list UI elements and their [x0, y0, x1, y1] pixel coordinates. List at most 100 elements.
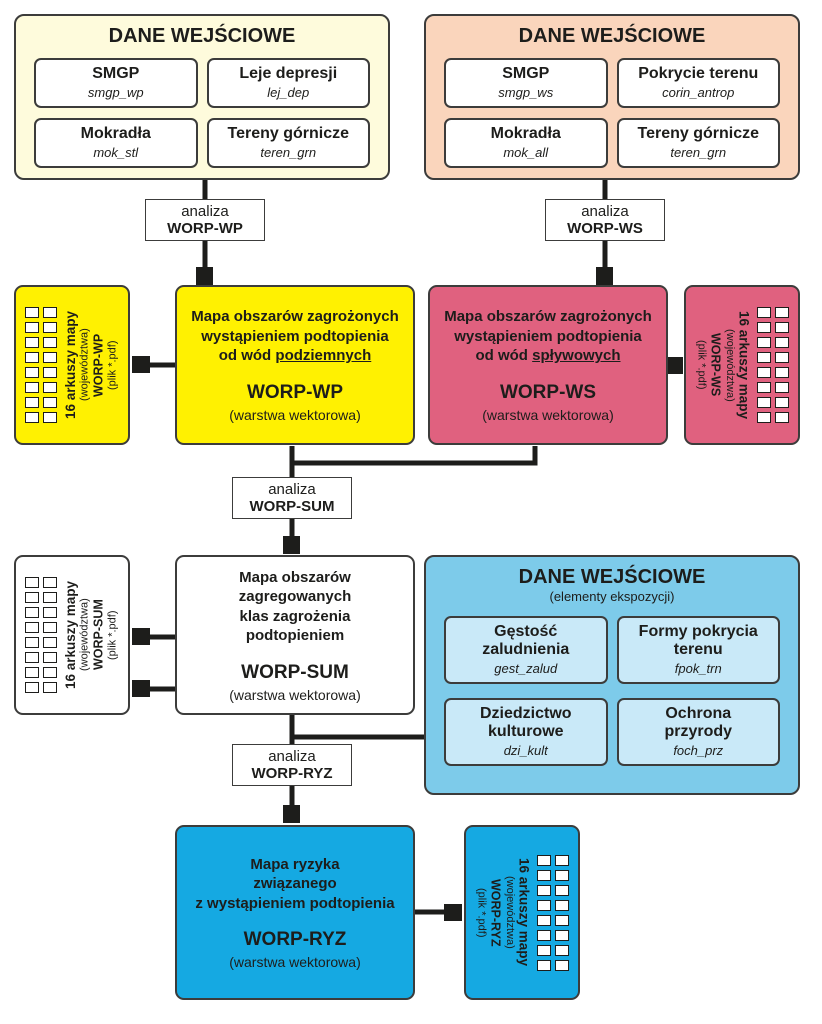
map-desc-prefix: od wód: [218, 347, 272, 365]
map-sheet: [555, 929, 570, 941]
map-box-worp-ws: Mapa obszarów zagrożonych wystąpieniem p…: [428, 285, 668, 445]
map-sheet: [24, 307, 39, 318]
map-sheet: [757, 412, 772, 423]
map-sheet: [537, 854, 552, 866]
map-sheet: [555, 944, 570, 956]
item-name: SMGP: [502, 65, 550, 82]
map-sheet: [775, 307, 790, 318]
sheet-grid: [24, 307, 57, 423]
map-sheet: [537, 884, 552, 896]
input-item-gestosc-zaludnienia: Gęstość zaludnienia gest_zalud: [444, 616, 608, 684]
output-name-label: WORP-SUM: [91, 599, 106, 671]
file-format-label: (plik *.pdf): [106, 340, 119, 390]
process-box-worp-sum: analiza WORP-SUM: [232, 477, 352, 519]
process-box-worp-ryz: analiza WORP-RYZ: [232, 744, 352, 786]
process-name: WORP-WS: [567, 220, 643, 237]
map-desc: związanego: [253, 875, 337, 893]
input-items: SMGP smgp_ws Pokrycie terenu corin_antro…: [426, 48, 798, 168]
item-name: Mokradła: [490, 124, 561, 142]
output-name-label: WORP-WS: [708, 333, 723, 397]
map-sheet: [555, 914, 570, 926]
item-code: teren_grn: [670, 144, 727, 160]
map-sheet: [537, 914, 552, 926]
map-sheet: [24, 592, 39, 603]
map-sheet: [24, 412, 39, 423]
map-sheet: [24, 622, 39, 633]
input-item-pokrycie-terenu: Pokrycie terenu corin_antrop: [616, 58, 780, 108]
map-sheet: [555, 959, 570, 971]
voivodeship-label: (województwa): [503, 876, 516, 949]
map-sheet: [42, 607, 57, 618]
item-name: Tereny górnicze: [637, 124, 759, 142]
map-sheet: [775, 322, 790, 333]
map-sheet: [24, 352, 39, 363]
map-sheet: [757, 367, 772, 378]
map-sheet: [537, 869, 552, 881]
map-sheet: [555, 854, 570, 866]
item-code: foch_prz: [673, 742, 724, 758]
map-sheet: [775, 352, 790, 363]
output-sheets-worp-wp: 16 arkuszy mapy (województwa) WORP-WP (p…: [14, 285, 130, 445]
input-item-formy-pokrycia-terenu: Formy pokrycia terenu fpok_trn: [616, 616, 780, 684]
map-sheet: [775, 397, 790, 408]
process-label: analiza: [268, 748, 316, 765]
map-name: WORP-WS: [499, 381, 597, 403]
input-item-dziedzictwo-kulturowe: Dziedzictwo kulturowe dzi_kult: [444, 697, 608, 766]
map-sheet: [24, 652, 39, 663]
item-code: teren_grn: [260, 144, 317, 160]
map-desc: Mapa obszarów zagrożonych: [191, 308, 399, 326]
map-sheet: [775, 412, 790, 423]
output-name-label: WORP-WP: [91, 333, 106, 397]
map-sheet: [775, 382, 790, 393]
item-code: lej_dep: [267, 84, 310, 100]
sheet-stack-label: 16 arkuszy mapy (województwa) WORP-WP (p…: [63, 295, 120, 435]
item-code: mok_all: [503, 144, 549, 160]
sheets-count-label: 16 arkuszy mapy: [62, 580, 78, 690]
input-item-mokradla: Mokradła mok_stl: [34, 117, 198, 168]
output-sheets-worp-ryz: 16 arkuszy mapy (województwa) WORP-RYZ (…: [464, 825, 580, 1000]
map-sheet: [42, 412, 57, 423]
file-format-label: (plik *.pdf): [106, 610, 119, 660]
map-sheet: [42, 682, 57, 693]
map-sheet: [757, 397, 772, 408]
map-sheet: [42, 397, 57, 408]
item-name: Pokrycie terenu: [638, 65, 759, 82]
process-label: analiza: [181, 203, 229, 220]
map-sheet: [24, 607, 39, 618]
process-box-worp-wp: analiza WORP-WP: [145, 199, 265, 241]
map-sheet: [42, 667, 57, 678]
flow-line: [292, 446, 538, 466]
sheets-count-label: 16 arkuszy mapy: [62, 310, 78, 420]
item-name: Tereny górnicze: [227, 124, 349, 142]
process-label: analiza: [581, 203, 629, 220]
process-name: WORP-WP: [167, 220, 243, 237]
map-sheet: [24, 397, 39, 408]
input-item-leje-depresji: Leje depresji lej_dep: [206, 58, 370, 108]
map-sheet: [537, 899, 552, 911]
input-items: Gęstość zaludnienia gest_zalud Formy pok…: [426, 604, 798, 766]
output-sheets-worp-sum: 16 arkuszy mapy (województwa) WORP-SUM (…: [14, 555, 130, 715]
map-sheet: [757, 382, 772, 393]
map-desc: wystąpieniem podtopienia: [201, 327, 389, 345]
map-sheet: [42, 622, 57, 633]
map-sheet: [42, 322, 57, 333]
panel-subtitle: (elementy ekspozycji): [549, 589, 675, 604]
map-sheet: [555, 884, 570, 896]
map-sheet: [757, 322, 772, 333]
map-desc: Mapa obszarów zagrożonych: [444, 308, 652, 326]
map-sheet: [775, 367, 790, 378]
map-sheet: [757, 307, 772, 318]
item-code: smgp_ws: [498, 84, 554, 100]
map-sheet: [555, 899, 570, 911]
map-sheet: [42, 352, 57, 363]
process-name: WORP-SUM: [249, 498, 335, 515]
map-desc: z wystąpieniem podtopienia: [195, 894, 395, 912]
map-layer-type: (warstwa wektorowa): [229, 686, 361, 703]
process-label: analiza: [268, 481, 316, 498]
item-name: Leje depresji: [239, 65, 338, 82]
map-sheet: [537, 944, 552, 956]
item-name: SMGP: [92, 65, 140, 82]
process-box-worp-ws: analiza WORP-WS: [545, 199, 665, 241]
sheet-stack-label: 16 arkuszy mapy (województwa) WORP-RYZ (…: [475, 835, 532, 990]
sheet-grid: [24, 577, 57, 693]
